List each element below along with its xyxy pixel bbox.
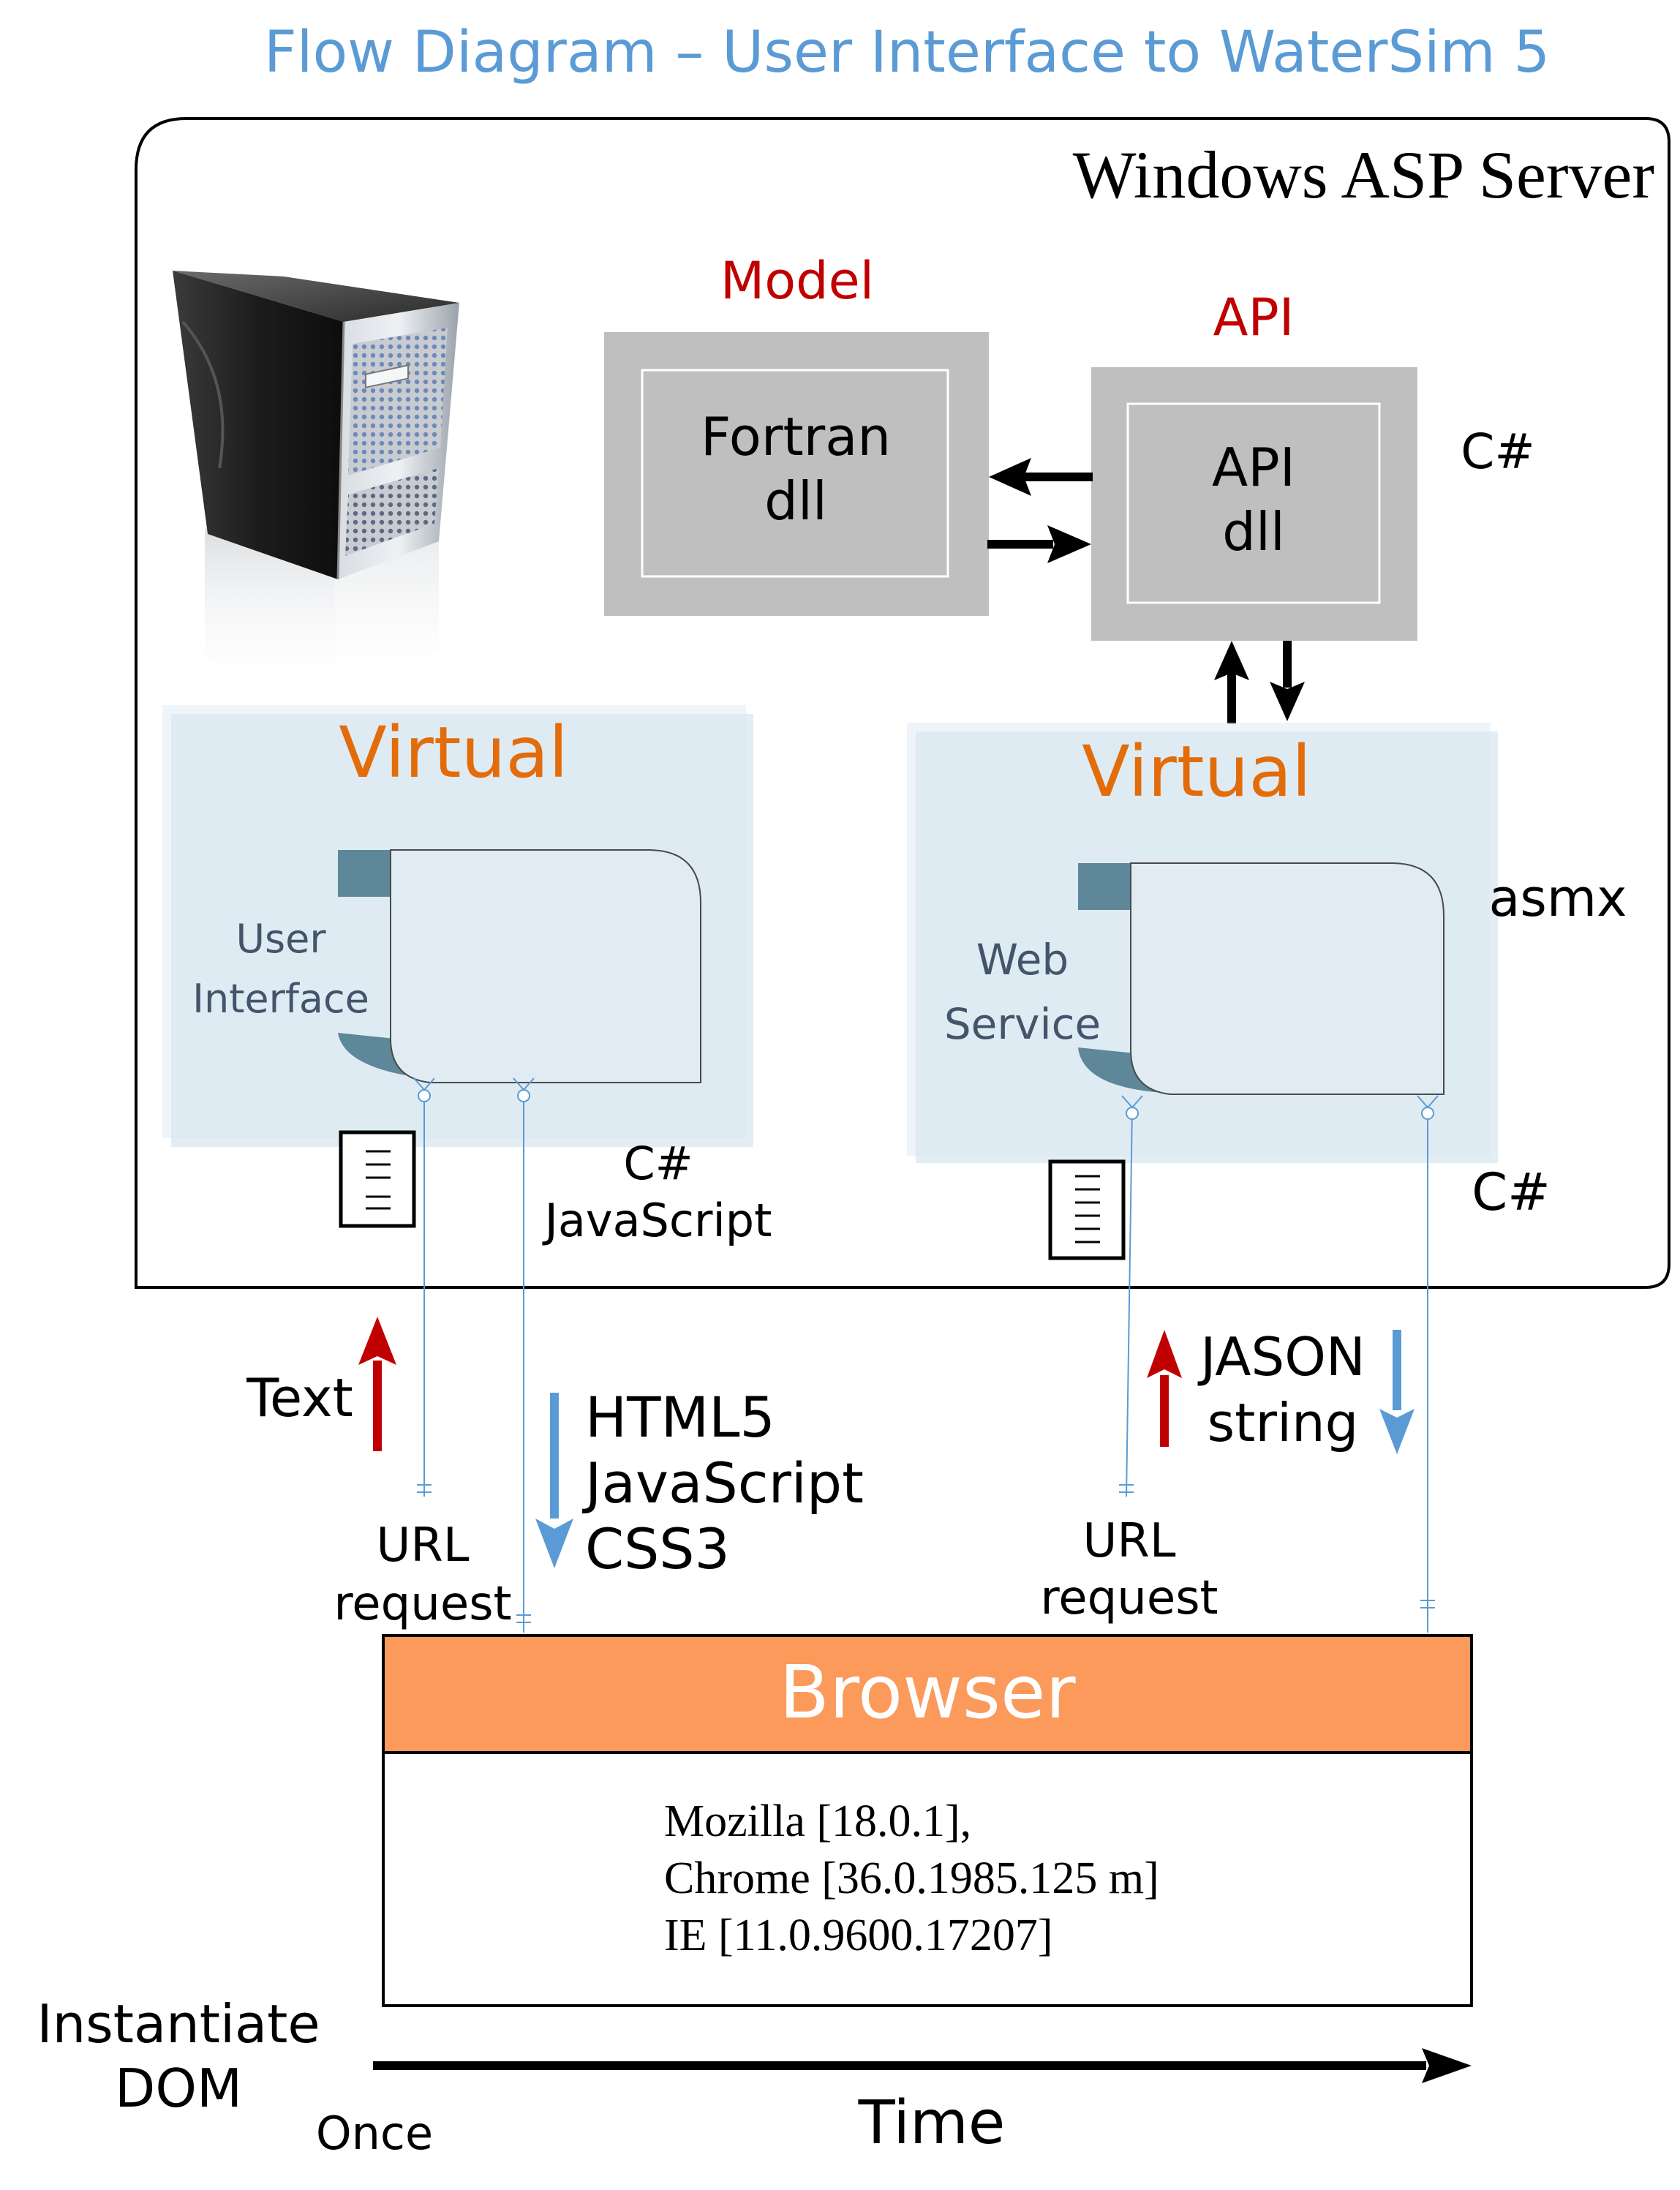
server-tower-icon xyxy=(173,271,459,702)
text-flow-label: Text xyxy=(246,1367,353,1429)
ui-doc-line1: User xyxy=(236,916,326,962)
html-download-arrow xyxy=(535,1393,573,1568)
api-language-label: C# xyxy=(1461,424,1534,480)
browser-version-1: Mozilla [18.0.1], xyxy=(664,1796,971,1846)
api-to-webservice-arrow xyxy=(1270,641,1305,721)
virtual-ui-heading: Virtual xyxy=(339,712,568,794)
ws-doc-line1: Web xyxy=(976,935,1069,985)
fortran-dll-box: Fortran dll xyxy=(604,332,989,616)
model-heading: Model xyxy=(720,251,874,311)
fortran-dll-line2: dll xyxy=(764,470,827,532)
html-flow-line2: JavaScript xyxy=(582,1450,864,1516)
browser-version-3: IE [11.0.9600.17207] xyxy=(664,1911,1053,1960)
json-flow-line1: JASON xyxy=(1197,1326,1365,1388)
url-request-left-line2: request xyxy=(334,1577,511,1631)
model-to-api-arrow xyxy=(987,525,1091,563)
json-flow-line2: string xyxy=(1208,1392,1359,1453)
json-download-arrow xyxy=(1379,1330,1415,1454)
api-dll-line2: dll xyxy=(1222,501,1285,562)
browser-box: Browser Mozilla [18.0.1], Chrome [36.0.1… xyxy=(382,1634,1473,2007)
ui-language-line1: C# xyxy=(623,1137,693,1190)
instantiate-label-line2: DOM xyxy=(115,2058,242,2119)
time-axis-arrow xyxy=(373,2048,1472,2083)
ws-language-label: C# xyxy=(1472,1162,1551,1222)
json-upload-arrow xyxy=(1147,1330,1182,1447)
text-upload-arrow xyxy=(358,1317,396,1451)
instantiate-label-line1: Instantiate xyxy=(37,1993,320,2055)
ui-page-icon xyxy=(339,1130,416,1228)
browser-version-2: Chrome [36.0.1985.125 m] xyxy=(664,1854,1159,1903)
server-label: Windows ASP Server xyxy=(1073,138,1654,212)
browser-label: Browser xyxy=(779,1649,1076,1735)
api-to-model-arrow xyxy=(989,458,1093,496)
diagram-title: Flow Diagram – User Interface to WaterSi… xyxy=(264,20,1550,86)
ui-doc-line2: Interface xyxy=(192,976,369,1022)
url-request-right-line2: request xyxy=(1040,1571,1218,1625)
once-label: Once xyxy=(316,2107,433,2160)
virtual-user-interface-panel: Virtual User Interface xyxy=(162,705,753,1147)
ws-doc-line2: Service xyxy=(944,999,1101,1049)
webservice-to-api-arrow xyxy=(1214,641,1249,724)
ws-asmx-label: asmx xyxy=(1489,868,1627,928)
api-dll-box: API dll xyxy=(1091,367,1417,641)
time-axis-label: Time xyxy=(858,2088,1006,2158)
url-request-right-line1: URL xyxy=(1083,1514,1176,1568)
windows-asp-server-frame: Windows ASP Server xyxy=(135,117,1670,1289)
html-flow-line1: HTML5 xyxy=(585,1385,775,1450)
api-heading: API xyxy=(1213,287,1295,347)
fortran-dll-line1: Fortran xyxy=(701,406,891,467)
html-flow-line3: CSS3 xyxy=(585,1516,730,1581)
virtual-ws-heading: Virtual xyxy=(1082,731,1311,813)
api-dll-line1: API xyxy=(1212,437,1295,498)
ws-connector-lines xyxy=(1119,1095,1439,1633)
url-request-left-line1: URL xyxy=(377,1519,470,1573)
virtual-web-service-panel: Virtual Web Service xyxy=(907,723,1498,1163)
ws-page-icon xyxy=(1048,1159,1126,1260)
ui-language-line2: JavaScript xyxy=(542,1194,772,1247)
ui-connector-lines xyxy=(413,1077,535,1633)
